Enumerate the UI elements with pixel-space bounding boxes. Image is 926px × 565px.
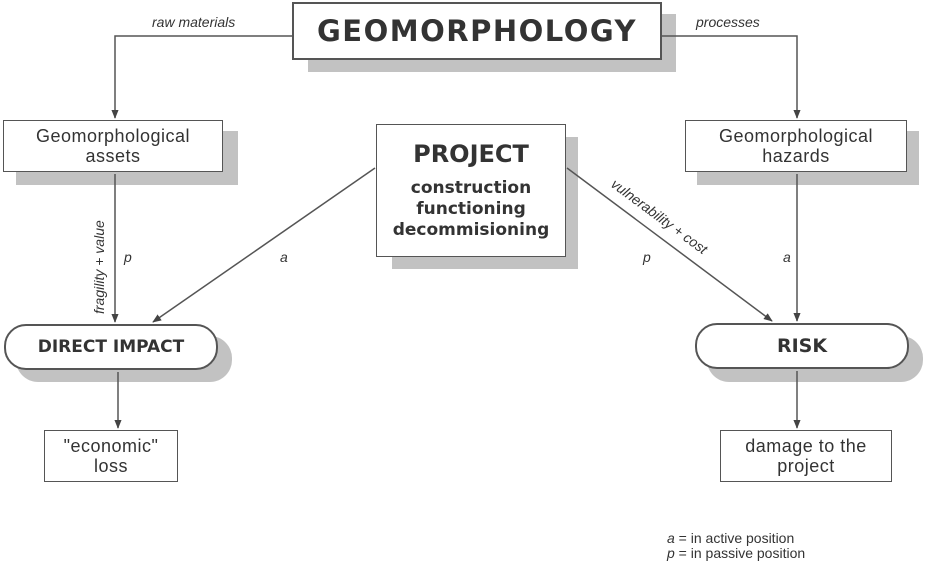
legend-p-key: p — [667, 545, 675, 561]
economic-loss-line2: loss — [93, 456, 128, 476]
legend-active: a = in active position — [667, 531, 805, 546]
legend-p-text: = in passive position — [674, 545, 806, 561]
economic-loss-line1: "economic" — [63, 436, 159, 456]
geomorphological-assets-box: Geomorphological assets — [3, 120, 223, 172]
raw-materials-connector — [111, 35, 292, 119]
legend: a = in active position p = in passive po… — [667, 531, 805, 561]
project-title: PROJECT — [413, 140, 529, 168]
project-active-label: a — [280, 249, 288, 265]
assets-line2: assets — [85, 146, 141, 166]
assets-line1: Geomorphological — [35, 126, 191, 146]
processes-connector — [662, 35, 801, 119]
fragility-value-label: fragility + value — [91, 220, 107, 314]
assets-passive-label: p — [123, 249, 132, 265]
risk-label: RISK — [776, 335, 828, 357]
project-line-construction: construction — [410, 178, 532, 198]
project-to-impact-connector — [152, 167, 376, 323]
project-passive-label: p — [642, 249, 651, 265]
legend-a-text: = in active position — [674, 530, 795, 546]
geomorphological-hazards-box: Geomorphological hazards — [685, 120, 907, 172]
damage-to-project-box: damage to the project — [720, 430, 892, 482]
vulnerability-cost-label: vulnerability + cost — [608, 176, 711, 258]
project-line-functioning: functioning — [416, 199, 526, 219]
title-text: GEOMORPHOLOGY — [316, 14, 638, 48]
project-line-decommisioning: decommisioning — [392, 220, 550, 240]
hazards-active-label: a — [783, 249, 791, 265]
damage-line2: project — [777, 456, 835, 476]
legend-a-key: a — [667, 530, 675, 546]
direct-impact-label: DIRECT IMPACT — [37, 337, 185, 357]
economic-loss-box: "economic" loss — [44, 430, 178, 482]
risk-node: RISK — [695, 323, 909, 369]
project-to-risk-connector — [566, 167, 773, 322]
damage-line1: damage to the — [745, 436, 867, 456]
hazards-line2: hazards — [762, 146, 830, 166]
raw-materials-label: raw materials — [152, 14, 235, 30]
direct-impact-node: DIRECT IMPACT — [4, 324, 218, 370]
processes-label: processes — [695, 14, 760, 30]
project-box: PROJECT construction functioning decommi… — [376, 124, 566, 257]
geomorphology-title: GEOMORPHOLOGY — [292, 2, 662, 60]
hazards-line1: Geomorphological — [718, 126, 874, 146]
legend-passive: p = in passive position — [667, 546, 805, 561]
